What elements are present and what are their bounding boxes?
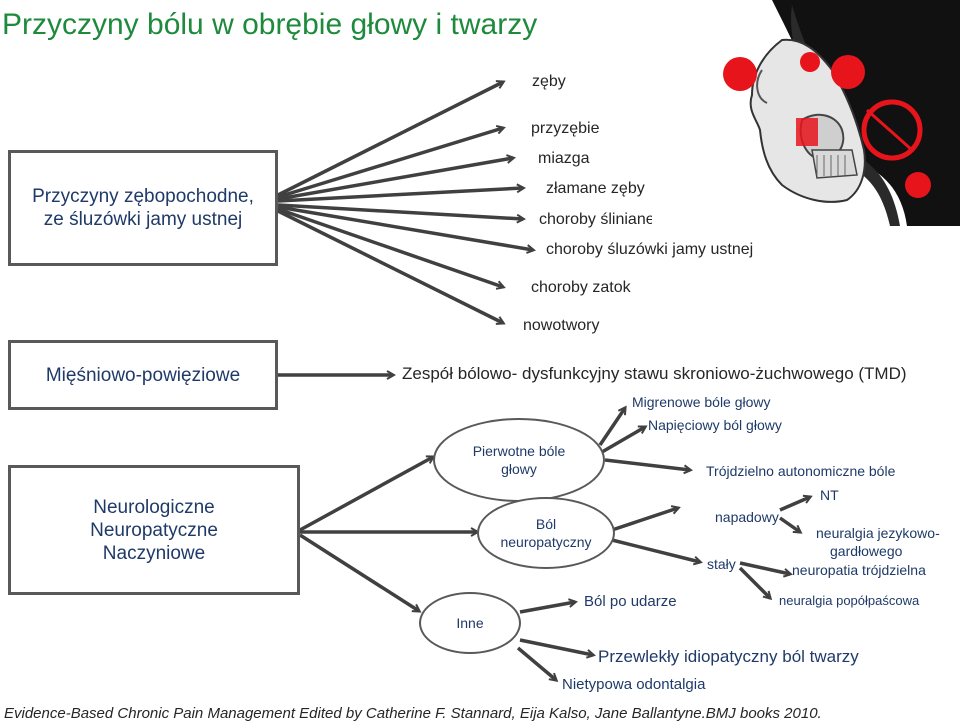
headache-type: Napięciowy ból głowy <box>648 417 782 433</box>
neuropatia-label: neuropatia trójdzielna <box>792 562 926 578</box>
cause-item: choroby śluzówki jamy ustnej <box>546 241 754 258</box>
dental-box-line1: Przyczyny zębopochodne, <box>32 186 254 207</box>
neuropathic-pain-ellipse: Ból neuropatyczny <box>477 497 615 569</box>
cause-item: nowotwory <box>523 317 600 334</box>
primary-headache-ellipse: Pierwotne bóle głowy <box>433 418 605 502</box>
neuropathic-line2: neuropatyczny <box>500 534 592 550</box>
other-ellipse: Inne <box>419 592 521 654</box>
cause-item: choroby ślinianek <box>539 211 663 228</box>
neuro-box: Neurologiczne Neuropatyczne Naczyniowe <box>8 465 300 595</box>
other-label: Inne <box>456 615 484 631</box>
staly-label: stały <box>707 556 736 572</box>
skull-face-illustration <box>652 0 960 226</box>
atypical-odontalgia-label: Nietypowa odontalgia <box>562 676 706 693</box>
nt-label: NT <box>820 487 839 503</box>
headache-type: Migrenowe bóle głowy <box>632 394 771 410</box>
muscular-box-label: Mięśniowo-powięziowe <box>45 364 241 386</box>
tmd-label: Zespół bólowo- dysfunkcyjny stawu skroni… <box>402 364 907 383</box>
primary-headache-line1: Pierwotne bóle <box>472 443 566 459</box>
bol-po-udarze-label: Ból po udarze <box>584 593 677 610</box>
dental-box-line2: ze śluzówki jamy ustnej <box>43 209 243 230</box>
cause-item: miazga <box>538 150 590 167</box>
headache-type: Trójdzielno autonomiczne bóle <box>706 463 896 479</box>
napadowy-label: napadowy <box>715 509 779 525</box>
cause-item: choroby zatok <box>531 279 631 296</box>
neuro-box-line2: Neuropatyczne <box>90 519 218 541</box>
cause-item: przyzębie <box>531 120 600 137</box>
cause-item: zęby <box>532 73 566 90</box>
neuro-box-line3: Naczyniowe <box>102 542 206 564</box>
dental-causes-box: Przyczyny zębopochodne, ze śluzówki jamy… <box>8 150 278 266</box>
citation-footer: Evidence-Based Chronic Pain Management E… <box>4 705 822 722</box>
neuralgia-line2: gardłowego <box>830 543 903 559</box>
page-title: Przyczyny bólu w obrębie głowy i twarzy <box>2 8 538 41</box>
primary-headache-line2: głowy <box>501 461 537 477</box>
neuralgia-popolpascowa-label: neuralgia popółpaścowa <box>779 593 920 608</box>
neuro-box-line1: Neurologiczne <box>93 496 215 518</box>
neuropathic-line1: Ból <box>535 516 557 532</box>
chronic-facial-pain-label: Przewlekły idiopatyczny ból twarzy <box>598 647 859 666</box>
neuralgia-line1: neuralgia jezykowo- <box>816 525 940 541</box>
muscular-box: Mięśniowo-powięziowe <box>8 340 278 410</box>
cause-item: złamane zęby <box>546 180 645 197</box>
